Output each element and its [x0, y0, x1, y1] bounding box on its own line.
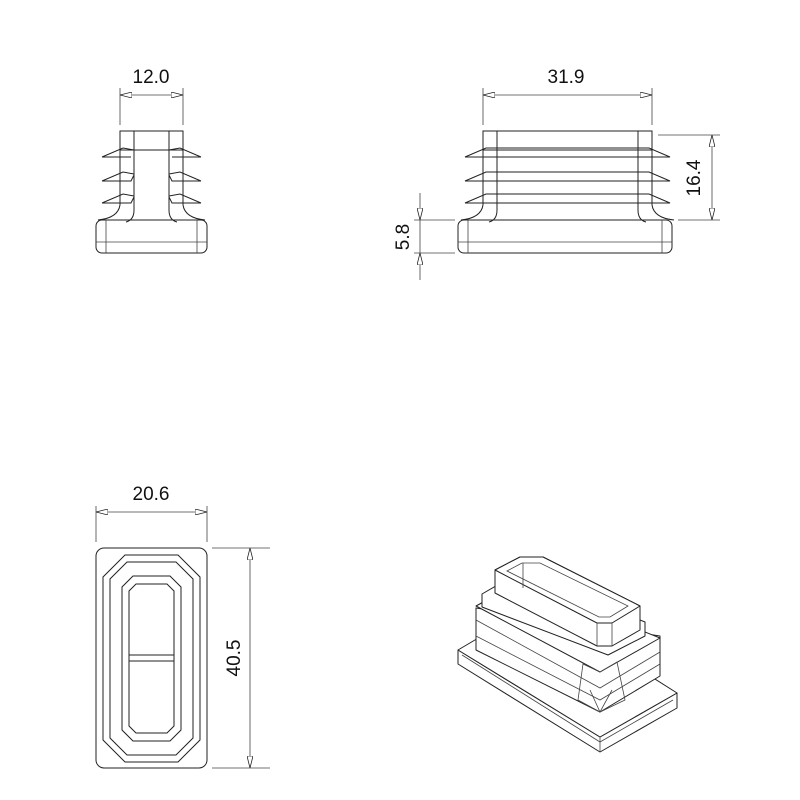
fins [101, 147, 202, 204]
flange-height-dimension: 5.8 [393, 224, 414, 250]
side-length-dimension: 31.9 [548, 67, 585, 88]
front-width-dimension: 12.0 [133, 67, 170, 88]
side-height-dimension: 16.4 [684, 159, 705, 196]
top-width-dimension: 20.6 [133, 484, 170, 505]
top-length-dimension: 40.5 [224, 640, 245, 677]
top-view: 20.6 40.5 [95, 484, 270, 769]
front-view: 12.0 [95, 67, 208, 254]
isometric-view [457, 556, 678, 753]
side-view: 31.9 16.4 5.8 [393, 67, 720, 280]
